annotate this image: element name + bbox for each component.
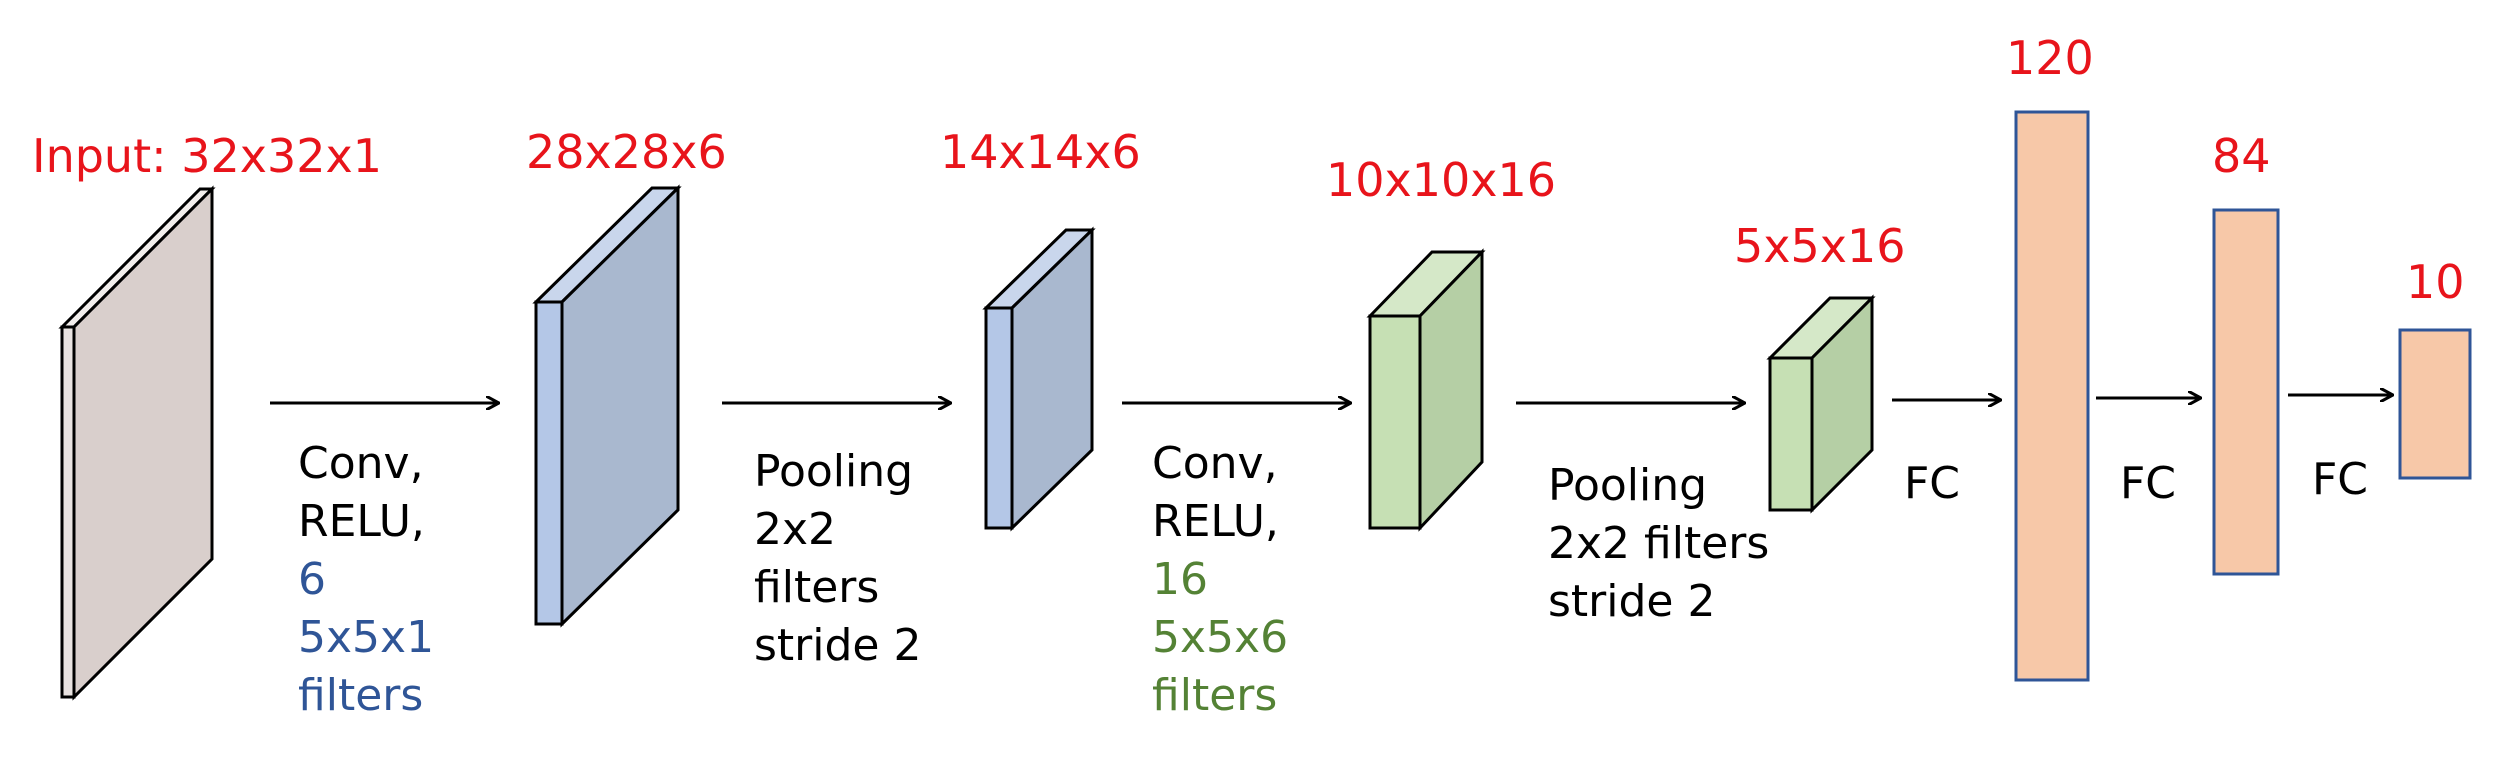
pool2-op-line3: stride 2 — [1548, 576, 1715, 627]
conv2-filter-count: 16 — [1152, 554, 1208, 605]
fc120-dim-label: 120 — [2006, 31, 2094, 85]
fc84-dim-label: 84 — [2212, 129, 2271, 183]
pool2-op-line1: Pooling — [1548, 460, 1707, 511]
conv2-filter-size: 5x5x6 — [1152, 612, 1288, 663]
input-dim-label: Input: 32x32x1 — [32, 129, 382, 183]
pool1-op-line1: Pooling — [754, 446, 913, 497]
pool1-op-line2: 2x2 — [754, 504, 836, 555]
pool1-dim-label: 14x14x6 — [940, 125, 1141, 179]
conv1-dim-label: 28x28x6 — [526, 125, 727, 179]
pool2-operation: Pooling 2x2 filters stride 2 — [1548, 460, 1769, 627]
fc1-op-label: FC — [1904, 458, 1960, 509]
fc3-op-label: FC — [2312, 454, 2368, 505]
pool2-op-line2: 2x2 filters — [1548, 518, 1769, 569]
conv1-filter-count: 6 — [298, 554, 326, 605]
pool2-dim-label: 5x5x16 — [1734, 219, 1906, 273]
conv1-op-line2: RELU, — [298, 496, 425, 547]
fc10-dim-label: 10 — [2406, 255, 2465, 309]
fc120-layer — [2014, 110, 2090, 682]
fc2-op-label: FC — [2120, 458, 2176, 509]
fc84-layer — [2212, 208, 2280, 576]
conv1-filter-unit: filters — [298, 670, 423, 721]
conv1-operation: Conv, RELU, 6 5x5x1 filters — [298, 438, 434, 721]
conv2-op-line1: Conv, — [1152, 438, 1278, 489]
pool2-volume — [1766, 294, 1876, 514]
conv2-operation: Conv, RELU, 16 5x5x6 filters — [1152, 438, 1288, 721]
conv1-volume — [532, 184, 682, 628]
conv2-filter-unit: filters — [1152, 670, 1277, 721]
input-volume — [58, 185, 216, 701]
conv2-dim-label: 10x10x16 — [1326, 153, 1556, 207]
pool1-op-line4: stride 2 — [754, 620, 921, 671]
conv2-volume — [1366, 248, 1486, 532]
pool1-operation: Pooling 2x2 filters stride 2 — [754, 446, 921, 671]
pool1-op-line3: filters — [754, 562, 879, 613]
pool1-volume — [982, 226, 1096, 532]
conv2-op-line2: RELU, — [1152, 496, 1279, 547]
fc10-layer — [2398, 328, 2472, 480]
conv1-filter-size: 5x5x1 — [298, 612, 434, 663]
conv1-op-line1: Conv, — [298, 438, 424, 489]
